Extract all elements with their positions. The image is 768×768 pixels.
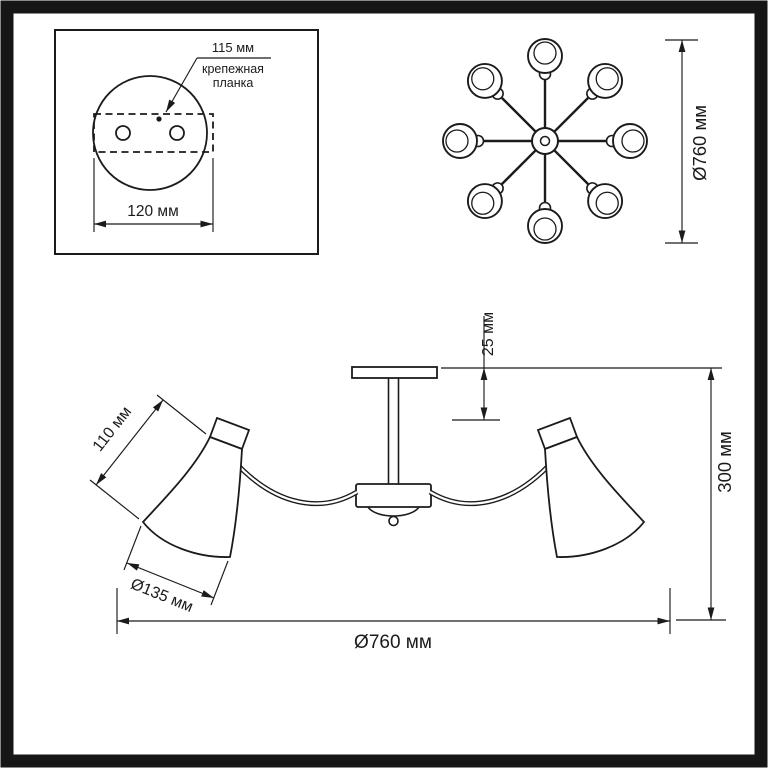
left-shade	[141, 416, 251, 558]
mount-hole-left	[115, 125, 131, 141]
reference-dot	[156, 116, 162, 122]
spacing-dimension-label: 115 мм	[212, 40, 254, 55]
canopy-finial	[388, 515, 399, 527]
dim-line-110	[95, 399, 164, 486]
right-shade-bell	[544, 435, 646, 558]
top-diameter-label: Ø760 мм	[689, 105, 710, 181]
dim-line-135	[126, 562, 215, 599]
left-arm-fill	[233, 460, 358, 505]
bracket-label-line2: планка	[213, 76, 254, 90]
ext-line-135-left	[123, 525, 142, 571]
total-width-label: Ø760 мм	[354, 632, 432, 653]
left-shade-bell	[141, 435, 243, 558]
ceiling-plate	[351, 366, 438, 379]
bracket-label-line1: крепежная	[202, 62, 264, 76]
total-height-label: 300 мм	[714, 431, 735, 492]
right-shade	[536, 416, 646, 558]
ceiling-cup-circle	[92, 75, 208, 191]
detail-box-border	[54, 29, 319, 255]
ext-line-110-bottom	[89, 479, 140, 520]
leader-arrow	[165, 57, 198, 113]
hub-inner	[539, 135, 551, 147]
canopy-body	[355, 483, 432, 508]
ext-line-110-top	[156, 394, 207, 435]
mount-hole-right	[169, 125, 185, 141]
right-arm-fill	[429, 460, 554, 505]
mount-detail-panel: 115 мм крепежная планка 120 мм	[54, 29, 319, 255]
plate-width-label: 120 мм	[127, 203, 178, 220]
top-view: Ø760 мм	[441, 37, 710, 245]
mounting-bracket-dashed	[93, 113, 214, 153]
canopy-height-label: 25 мм	[480, 312, 497, 356]
